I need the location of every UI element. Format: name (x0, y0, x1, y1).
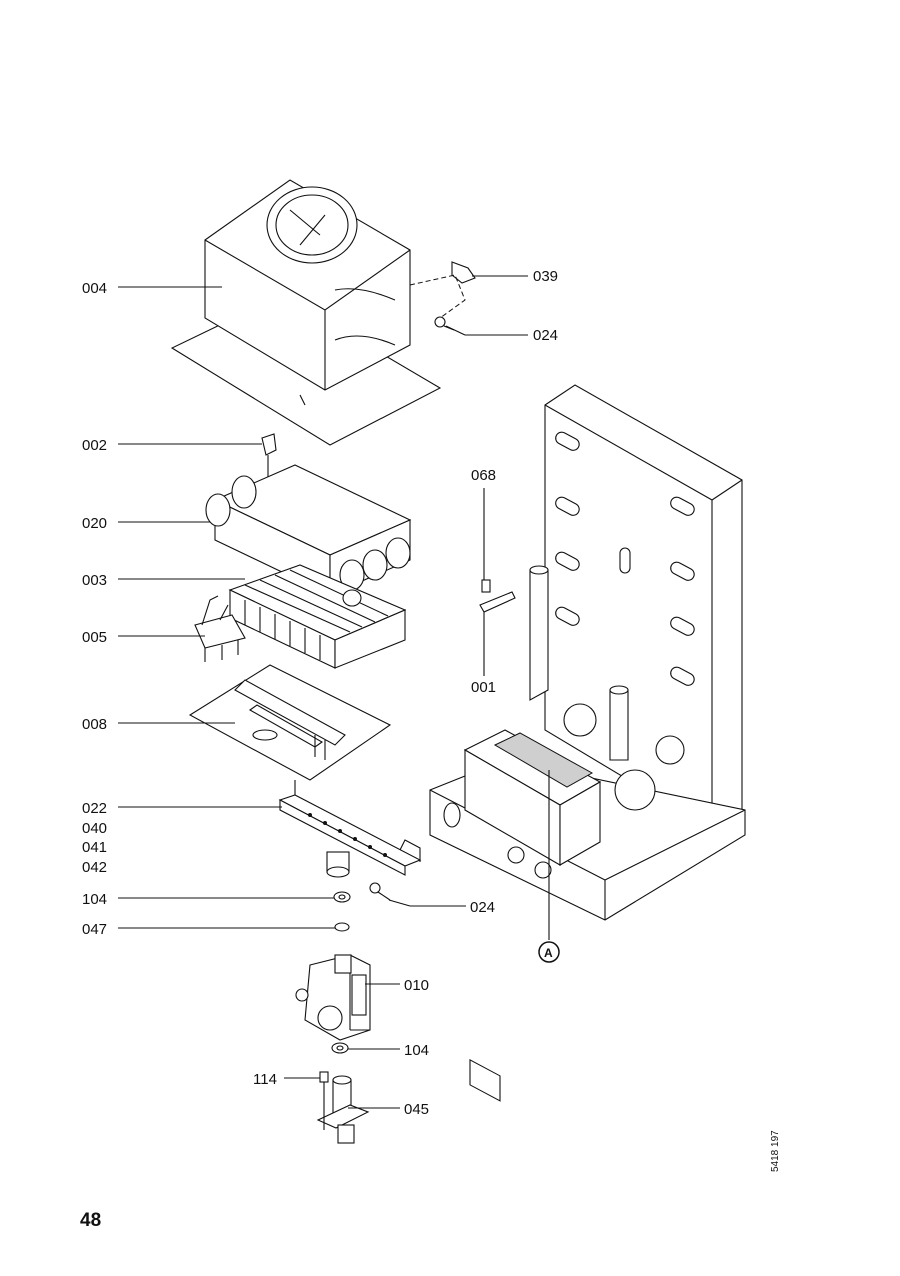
label-042: 042 (82, 859, 107, 876)
seal-104-upper (333, 891, 351, 903)
label-045: 045 (404, 1101, 429, 1118)
label-041: 041 (82, 839, 107, 856)
electrode-block-005 (194, 595, 246, 662)
fan-hood-assembly (170, 179, 442, 446)
part-labels: 004 039 024 002 068 020 003 005 001 008 … (82, 268, 558, 1118)
label-002: 002 (82, 437, 107, 454)
gas-valve-010 (295, 954, 371, 1041)
label-068: 068 (471, 467, 496, 484)
page-number: 48 (80, 1210, 102, 1231)
boiler-chassis (429, 384, 746, 1102)
label-114: 114 (253, 1071, 277, 1088)
test-nipple-114 (319, 1071, 329, 1130)
screw-024-lower (369, 882, 391, 901)
label-022: 022 (82, 800, 107, 817)
label-a: A (544, 946, 553, 960)
temperature-sensor-068-001 (479, 579, 516, 613)
label-008: 008 (82, 716, 107, 733)
callout-a-circle (538, 941, 560, 963)
label-001: 001 (471, 679, 496, 696)
flue-sensor-039 (409, 261, 476, 319)
label-005: 005 (82, 629, 107, 646)
label-003: 003 (82, 572, 107, 589)
label-004: 004 (82, 280, 107, 297)
label-047: 047 (82, 921, 107, 938)
label-024-top: 024 (533, 327, 558, 344)
label-024-lower: 024 (470, 899, 495, 916)
label-010: 010 (404, 977, 429, 994)
chassis-slots (555, 431, 695, 686)
limit-switch-002 (261, 433, 277, 480)
label-104-lower: 104 (404, 1042, 429, 1059)
document-id: 5418 197 (770, 1130, 781, 1172)
gas-connection-045 (316, 1075, 370, 1144)
filter-047 (334, 922, 350, 932)
label-020: 020 (82, 515, 107, 532)
seal-104-lower (331, 1042, 349, 1054)
burner-plate-008 (188, 664, 392, 781)
label-040: 040 (82, 820, 107, 837)
burner-003 (228, 564, 407, 669)
label-104-upper: 104 (82, 891, 107, 908)
gas-manifold-022 (278, 780, 422, 878)
leader-lines (118, 275, 550, 1109)
label-039: 039 (533, 268, 558, 285)
